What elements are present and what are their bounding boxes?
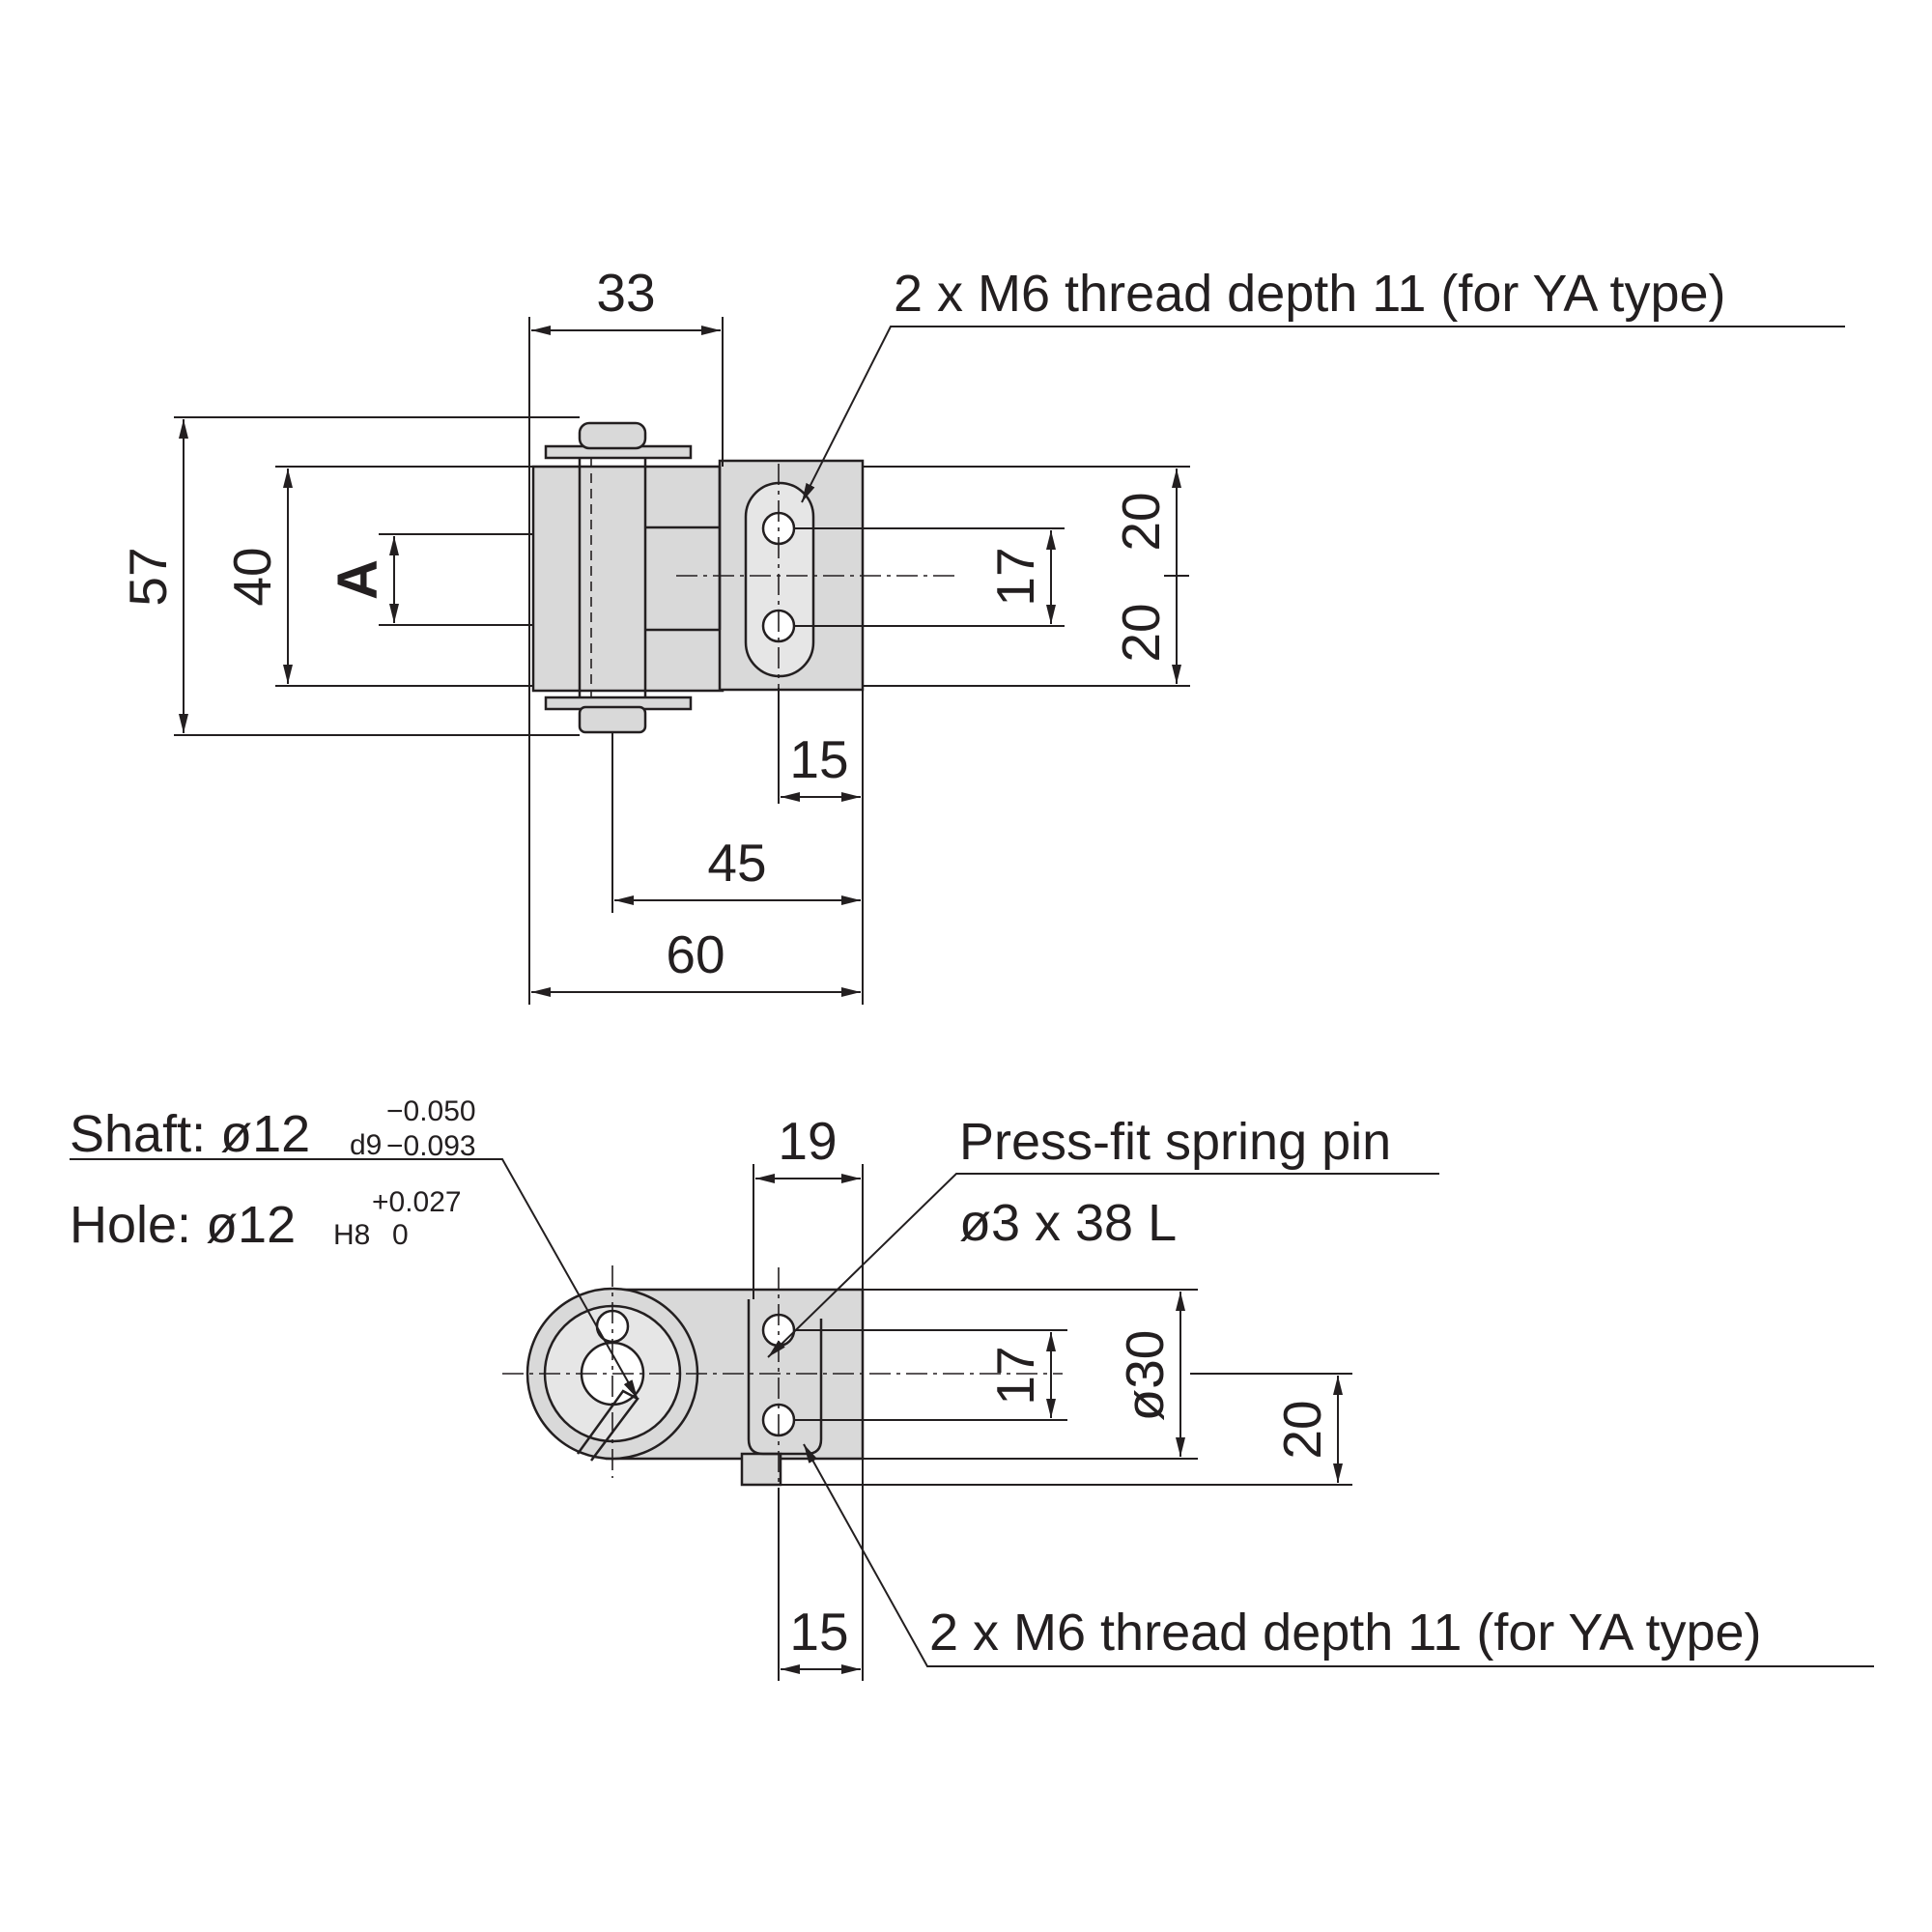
mount-boss-side bbox=[747, 1299, 823, 1456]
dim-19-label: 19 bbox=[778, 1111, 837, 1171]
pin-head-top bbox=[578, 421, 647, 450]
thread-leader-side bbox=[803, 1443, 1874, 1667]
mount-foot bbox=[740, 1452, 782, 1487]
dim-20-side-label: 20 bbox=[1272, 1400, 1332, 1459]
dim-15-top-label: 15 bbox=[789, 729, 848, 789]
dim-40-label: 40 bbox=[222, 547, 282, 606]
top-view: 33 57 40 A 17 20 20 15 45 60 2 x M6 thre… bbox=[118, 263, 1845, 1005]
top-view-extension-lines bbox=[174, 317, 1190, 1005]
shaft-tolerance-leader bbox=[70, 1158, 639, 1400]
dim-57-label: 57 bbox=[118, 547, 178, 606]
dim-15-side-label: 15 bbox=[789, 1602, 848, 1662]
dim-17-side-label: 17 bbox=[985, 1346, 1045, 1405]
pin-end-bottom bbox=[578, 705, 647, 734]
side-view-part bbox=[502, 1265, 1063, 1488]
dim-20-lower-label: 20 bbox=[1111, 603, 1171, 662]
dim-a-label: A bbox=[327, 559, 389, 600]
hinge-leaf-left bbox=[531, 465, 724, 693]
dim-17-top-label: 17 bbox=[985, 547, 1045, 606]
side-view: Shaft: ø12 d9 −0.050 −0.093 Hole: ø12 H8… bbox=[70, 1095, 1874, 1681]
spring-pin-note-line1: Press-fit spring pin bbox=[959, 1113, 1391, 1171]
thread-note-top: 2 x M6 thread depth 11 (for YA type) bbox=[894, 265, 1726, 323]
dim-30-label: ø30 bbox=[1115, 1330, 1175, 1422]
spring-pin-note-line2: ø3 x 38 L bbox=[959, 1194, 1177, 1252]
dim-60-label: 60 bbox=[666, 924, 724, 984]
shaft-tolerance-upper: −0.050 bbox=[386, 1095, 476, 1127]
shaft-label: Shaft: ø12 bbox=[70, 1105, 310, 1163]
shaft-tolerance-class: d9 bbox=[350, 1129, 382, 1161]
top-view-part bbox=[531, 421, 956, 734]
dim-45-label: 45 bbox=[707, 833, 766, 893]
hole-tolerance-class: H8 bbox=[333, 1219, 370, 1251]
spring-pin-leader bbox=[767, 1173, 1439, 1358]
hole-tolerance-lower: 0 bbox=[392, 1219, 409, 1251]
dim-33-label: 33 bbox=[596, 263, 655, 323]
hole-tolerance-upper: +0.027 bbox=[372, 1186, 462, 1218]
shaft-tolerance-lower: −0.093 bbox=[386, 1130, 476, 1162]
thread-leader-top bbox=[801, 326, 1845, 503]
dim-20-upper-label: 20 bbox=[1111, 492, 1171, 551]
thread-note-side: 2 x M6 thread depth 11 (for YA type) bbox=[929, 1604, 1762, 1662]
hole-label: Hole: ø12 bbox=[70, 1196, 296, 1254]
side-view-extension-lines bbox=[753, 1164, 1352, 1681]
